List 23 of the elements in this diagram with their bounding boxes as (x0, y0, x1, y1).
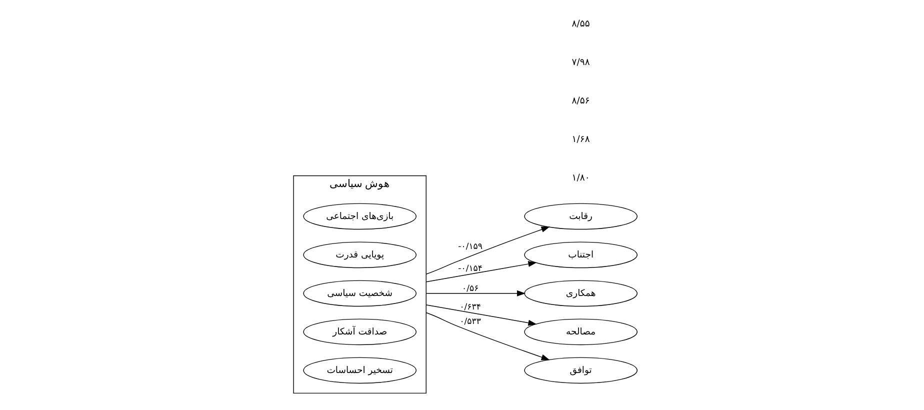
label: ۷/۹۸ (571, 56, 590, 68)
label: ۱/۸۰ (571, 172, 590, 184)
edge-label: ۰/۶۳۴ (459, 302, 480, 313)
arrow (425, 312, 550, 360)
node-ellipse: تسخیر احساسات (302, 357, 416, 384)
label: ۸/۵۵ (571, 18, 590, 30)
arrow (425, 226, 550, 274)
node-ellipse: توافق (524, 357, 637, 384)
edge-label: -۰/۱۵۴ (458, 264, 482, 274)
node-ellipse: شخصیت سیاسی (302, 280, 416, 307)
label: ۸/۵۶ (571, 95, 590, 106)
node-ellipse: بازی‌های اجتماعی (302, 203, 416, 230)
edge-label: ۰/۵۳۳ (459, 316, 480, 327)
node-ellipse: رقابت (524, 203, 637, 230)
node-ellipse: صداقت آشکار (302, 318, 416, 346)
node-ellipse: پویایی قدرت (302, 242, 416, 268)
arrow (425, 261, 536, 282)
label: ۱/۶۸ (571, 134, 590, 145)
edge-label: ۰/۵۶ (462, 284, 478, 294)
arrow (425, 304, 536, 326)
node-ellipse: همکاری (524, 280, 637, 307)
edge-label: -۰/۱۵۹ (458, 242, 482, 252)
arrow (425, 290, 526, 296)
